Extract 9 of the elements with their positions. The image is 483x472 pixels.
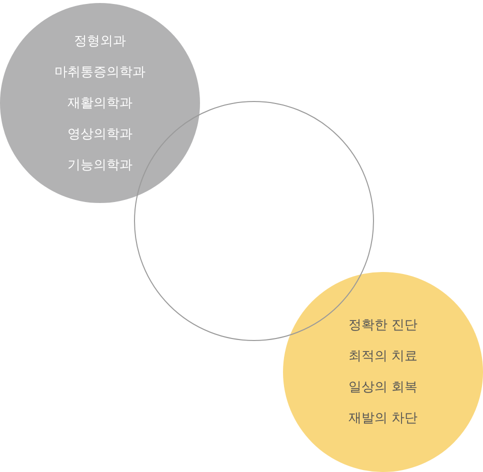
list-item-text: 영상의학과 [68,126,132,144]
list-item-text: 마취통증의학과 [54,64,146,82]
list-item-text: 재발의 차단 [348,410,418,428]
list-item-text: 일상의 회복 [348,379,418,397]
list-item-text: 최적의 치료 [348,348,418,366]
list-item-text: 재활의학과 [68,94,132,112]
list-item-text: 기능의학과 [68,156,132,174]
list-item-text: 정형외과 [74,32,126,50]
list-item-text: 정확한 진단 [348,317,418,335]
